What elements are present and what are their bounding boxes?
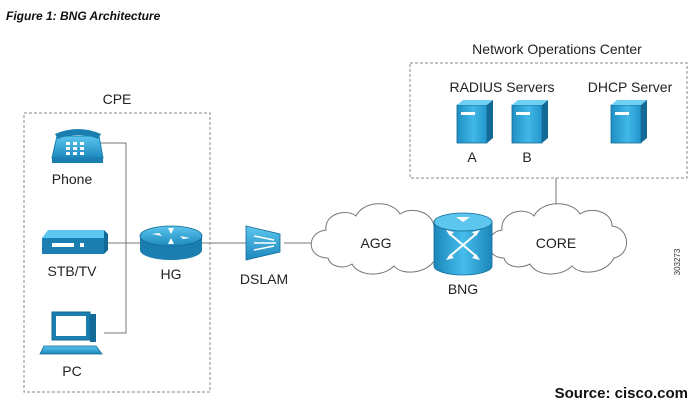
dhcp-server-icon xyxy=(610,100,647,144)
hg-label: HG xyxy=(161,266,182,282)
phone-icon xyxy=(51,129,104,163)
connection-lines xyxy=(100,142,557,334)
set-top-box-icon xyxy=(42,230,108,254)
server-a-label: A xyxy=(467,149,477,165)
dslam-icon xyxy=(245,225,281,261)
agg-label: AGG xyxy=(360,235,391,251)
phone-label: Phone xyxy=(52,171,93,187)
hg-router-icon xyxy=(139,225,203,260)
noc-label: Network Operations Center xyxy=(472,41,642,57)
pc-label: PC xyxy=(62,363,81,379)
cpe-label: CPE xyxy=(103,91,132,107)
bng-icon xyxy=(433,212,493,276)
core-cloud xyxy=(488,203,627,275)
figure-title: Figure 1: BNG Architecture xyxy=(6,9,161,23)
server-b-label: B xyxy=(522,149,531,165)
radius-server-b-icon xyxy=(511,100,548,144)
figure-number: 303273 xyxy=(673,248,682,275)
core-label: CORE xyxy=(536,235,576,251)
source-credit: Source: cisco.com xyxy=(555,385,688,402)
pc-icon xyxy=(39,311,103,355)
dhcp-server-label: DHCP Server xyxy=(588,79,673,95)
radius-servers-label: RADIUS Servers xyxy=(449,79,554,95)
bng-label: BNG xyxy=(448,281,478,297)
stb-tv-label: STB/TV xyxy=(47,263,97,279)
cpe-bus-line xyxy=(100,142,127,334)
dslam-label: DSLAM xyxy=(240,271,288,287)
radius-server-a-icon xyxy=(456,100,493,144)
noc-box xyxy=(409,62,688,179)
cpe-box xyxy=(23,112,211,393)
